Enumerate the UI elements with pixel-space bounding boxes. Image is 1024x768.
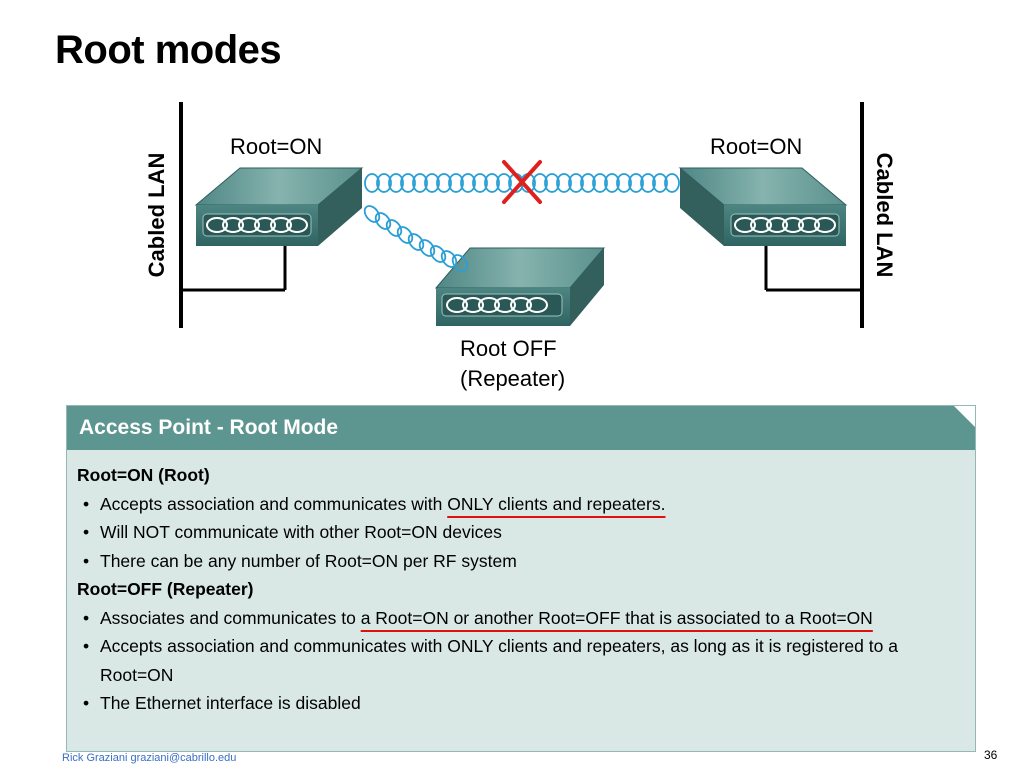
wireless-link-icon — [363, 205, 469, 272]
footer-credit: Rick Graziani graziani@cabrillo.edu — [62, 752, 237, 764]
list-item: •Associates and communicates to a Root=O… — [83, 607, 873, 628]
left-cabled-lan — [179, 102, 287, 328]
left-lan-label: Cabled LAN — [144, 152, 169, 278]
access-point-icon — [678, 167, 848, 246]
right-lan-label: Cabled LAN — [872, 152, 897, 278]
item-text: Accepts association and communicates wit… — [100, 636, 898, 685]
root-mode-diagram — [179, 102, 864, 328]
page-title: Root modes — [55, 28, 282, 72]
item-highlight: a Root=ON or another Root=OFF that is as… — [360, 607, 873, 628]
root-off-heading: Root=OFF (Repeater) — [77, 579, 254, 599]
repeater-label-line1: Root OFF — [460, 336, 557, 361]
right-cabled-lan — [764, 102, 864, 328]
item-highlight: ONLY clients and repeaters. — [447, 493, 666, 514]
item-text: Accepts association and communicates wit… — [100, 493, 448, 514]
item-text: There can be any number of Root=ON per R… — [100, 550, 517, 571]
wireless-link-icon — [364, 173, 680, 193]
list-item: •Accepts association and communicates wi… — [83, 636, 898, 685]
access-point-icon — [194, 167, 364, 246]
repeater-label-line2: (Repeater) — [460, 366, 566, 391]
blocked-x-icon — [502, 160, 542, 204]
item-text: Will NOT communicate with other Root=ON … — [100, 522, 502, 542]
root-on-list: •Accepts association and communicates wi… — [77, 490, 967, 576]
root-mode-panel: Access Point - Root Mode Root=ON (Root) … — [66, 405, 976, 752]
root-off-list: •Associates and communicates to a Root=O… — [77, 604, 967, 718]
list-item: •Will NOT communicate with other Root=ON… — [83, 522, 502, 542]
root-on-heading: Root=ON (Root) — [77, 465, 210, 485]
list-item: •There can be any number of Root=ON per … — [83, 550, 517, 571]
page-number: 36 — [984, 748, 998, 762]
panel-header: Access Point - Root Mode — [67, 406, 975, 450]
left-ap-label: Root=ON — [230, 134, 323, 159]
list-item: •Accepts association and communicates wi… — [83, 493, 666, 514]
item-text: Associates and communicates to — [100, 607, 361, 628]
panel-title: Access Point - Root Mode — [79, 416, 339, 439]
list-item: •The Ethernet interface is disabled — [83, 693, 361, 713]
right-ap-label: Root=ON — [710, 134, 803, 159]
panel-content: Root=ON (Root) •Accepts association and … — [77, 461, 967, 718]
access-point-icon — [434, 247, 606, 326]
item-text: The Ethernet interface is disabled — [100, 693, 361, 713]
